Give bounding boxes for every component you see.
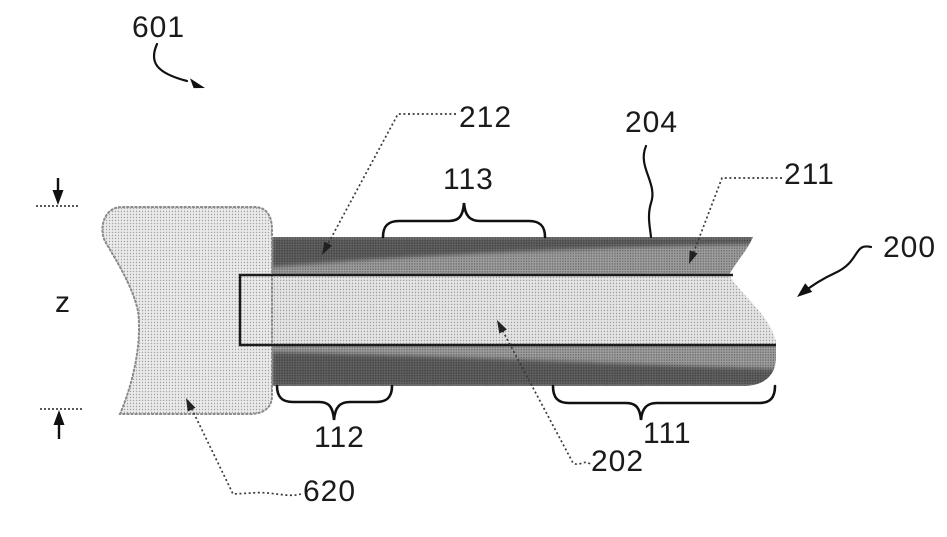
label-dim-z: z [55, 286, 71, 319]
leader-620 [186, 398, 302, 497]
brace-112 [275, 384, 394, 421]
middle-layer-speckle [272, 275, 776, 345]
label-200: 200 [883, 231, 937, 264]
label-601: 601 [132, 11, 186, 44]
brace-113 [381, 202, 547, 239]
dim-z-top-arrowhead-icon [52, 190, 64, 205]
arrow-200 [800, 245, 873, 295]
label-620: 620 [303, 475, 357, 508]
leader-202-arrowhead-icon [497, 320, 507, 334]
leader-620-arrowhead-icon [186, 398, 196, 412]
label-211: 211 [784, 158, 835, 191]
brace-111 [551, 384, 777, 421]
label-202: 202 [591, 445, 645, 478]
arrow-601 [152, 42, 189, 83]
block-620-outline [101, 206, 273, 415]
label-112: 112 [314, 421, 365, 454]
leader-212 [322, 113, 456, 254]
leader-204-squiggle [642, 144, 654, 239]
arrow-601-arrowhead-icon [190, 78, 205, 89]
dim-z-bottom-arrowhead-icon [53, 410, 65, 425]
middle-layer-rectangle-outline [238, 273, 776, 347]
leader-202 [497, 321, 591, 465]
leader-212-arrowhead-icon [322, 241, 332, 255]
arrow-200-arrowhead-icon [797, 283, 813, 297]
top-layer-halftone [272, 237, 753, 275]
label-113: 113 [443, 163, 494, 196]
bottom-layer [272, 345, 776, 386]
leader-211-arrowhead-icon [689, 250, 698, 264]
bottom-layer-halftone [272, 345, 776, 386]
top-layer [272, 237, 753, 275]
label-212: 212 [459, 101, 513, 134]
leader-211 [689, 177, 782, 263]
label-111: 111 [643, 417, 692, 450]
label-204: 204 [625, 106, 679, 139]
